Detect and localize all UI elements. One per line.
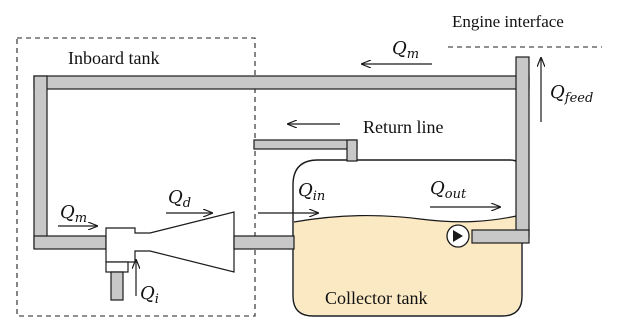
collector-tank-label: Collector tank <box>325 288 427 308</box>
qin-label: Qin <box>298 180 325 204</box>
ejector-outlet-pipe <box>233 235 295 250</box>
inboard-tank-label: Inboard tank <box>68 48 159 68</box>
qd-label: Qd <box>168 187 191 211</box>
pump-outlet-pipe <box>471 229 530 244</box>
ejector-inlet-pipe <box>110 271 124 301</box>
qfeed-label: Qfeed <box>550 82 593 106</box>
inboard-tank-boundary <box>16 37 256 317</box>
qout-label: Qout <box>430 178 467 202</box>
qi-label: Qi <box>140 283 159 307</box>
pump-icon <box>446 224 470 248</box>
qm-left-label: Qm <box>60 202 87 226</box>
main-pipe-loop <box>33 56 530 250</box>
fuel-surface-line <box>293 214 522 223</box>
ejector-pump <box>105 211 235 273</box>
return-line-pipe <box>253 139 358 162</box>
engine-interface-label: Engine interface <box>452 12 564 31</box>
return-line-label: Return line <box>363 117 443 137</box>
qm-top-label: Qm <box>392 38 419 62</box>
